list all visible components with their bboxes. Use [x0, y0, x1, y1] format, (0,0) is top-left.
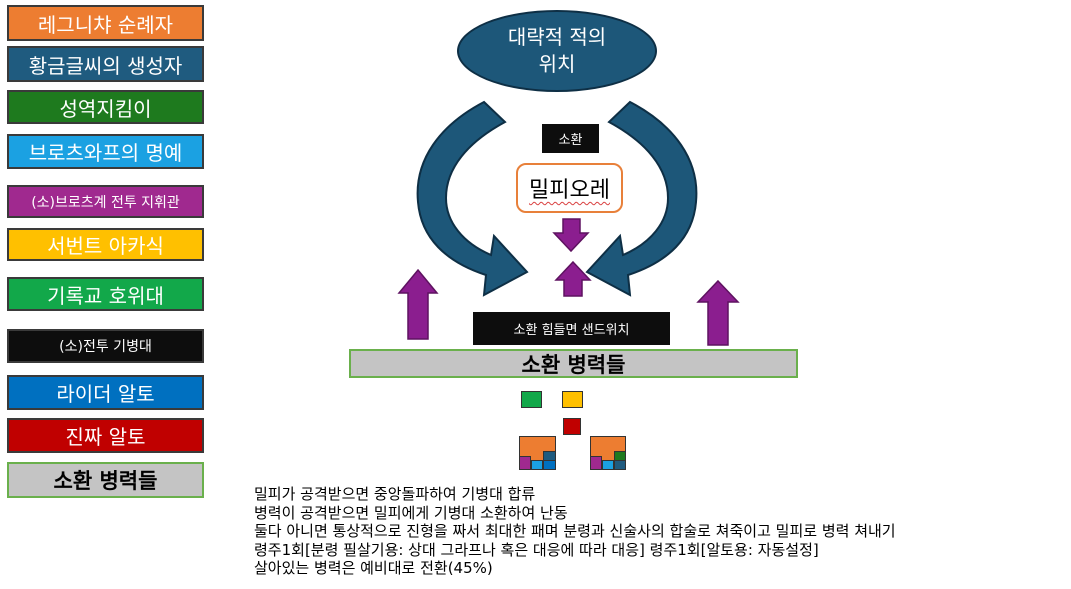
summon-label: 소환: [542, 124, 599, 153]
note-line: 살아있는 병력은 예비대로 전환(45%): [254, 559, 493, 577]
up-arrow-left: [397, 268, 439, 340]
unit-sanctuary-guard: [614, 451, 626, 461]
left-curved-arrow: [416, 100, 529, 297]
legend-item-sanctuary-guard: 성역지킴이: [7, 90, 204, 124]
legend-item-cavalry: (소)전투 기병대: [7, 329, 204, 363]
enemy-position-label: 대략적 적의 위치: [507, 25, 607, 76]
sandwich-label: 소환 힘들면 샌드위치: [473, 312, 670, 345]
milpiore-box: 밀피오레: [516, 163, 623, 213]
unit-wroclaw-commander: [519, 456, 531, 470]
legend-item-summoned-troops: 소환 병력들: [7, 462, 204, 498]
up-arrow-center: [554, 260, 592, 297]
note-line: 병력이 공격받으면 밀피에게 기병대 소환하여 난동: [254, 503, 568, 522]
note-line: 둘다 아니면 통상적으로 진형을 짜서 최대한 패며 분령과 신술사의 합술로 …: [254, 522, 896, 540]
enemy-position-oval: 대략적 적의 위치: [457, 10, 657, 92]
unit-rider-alto: [543, 460, 556, 470]
milpiore-label: 밀피오레: [529, 178, 610, 203]
up-arrow-right: [696, 279, 740, 346]
note-line: 밀피가 공격받으면 중앙돌파하여 기병대 합류: [254, 485, 536, 503]
legend-item-wroclaw-honor: 브로츠와프의 명예: [7, 134, 204, 169]
note-line: 령주1회[분령 필살기용: 상대 그라프나 혹은 대응에 따라 대응] 령주1회…: [254, 540, 819, 559]
right-curved-arrow: [585, 100, 698, 297]
unit-golden-script: [543, 451, 556, 461]
unit-golden-script: [614, 460, 626, 470]
strategy-notes: 밀피가 공격받으면 중앙돌파하여 기병대 합류 병력이 공격받으면 밀피에게 기…: [254, 485, 1054, 578]
legend-item-rider-alto: 라이더 알토: [7, 375, 204, 410]
legend-item-real-alto: 진짜 알토: [7, 418, 204, 453]
legend-item-wroclaw-commander: (소)브로츠계 전투 지휘관: [7, 185, 204, 218]
unit-real-alto: [563, 418, 581, 435]
legend-item-servant-akashic: 서번트 아카식: [7, 228, 204, 261]
unit-servant-akashic: [562, 391, 583, 408]
unit-record-guard: [521, 391, 542, 408]
summoned-troops-label: 소환 병력들: [521, 352, 626, 377]
legend-item-legnica-pilgrim: 레그니챠 순례자: [7, 5, 204, 41]
unit-wroclaw-commander: [590, 456, 602, 470]
unit-wroclaw-honor: [602, 460, 614, 470]
down-arrow: [552, 218, 590, 253]
unit-wroclaw-honor: [531, 460, 543, 470]
legend-item-record-guard: 기록교 호위대: [7, 277, 204, 311]
legend-item-golden-script-creator: 황금글씨의 생성자: [7, 46, 204, 82]
summoned-troops-bar: 소환 병력들: [349, 349, 798, 378]
